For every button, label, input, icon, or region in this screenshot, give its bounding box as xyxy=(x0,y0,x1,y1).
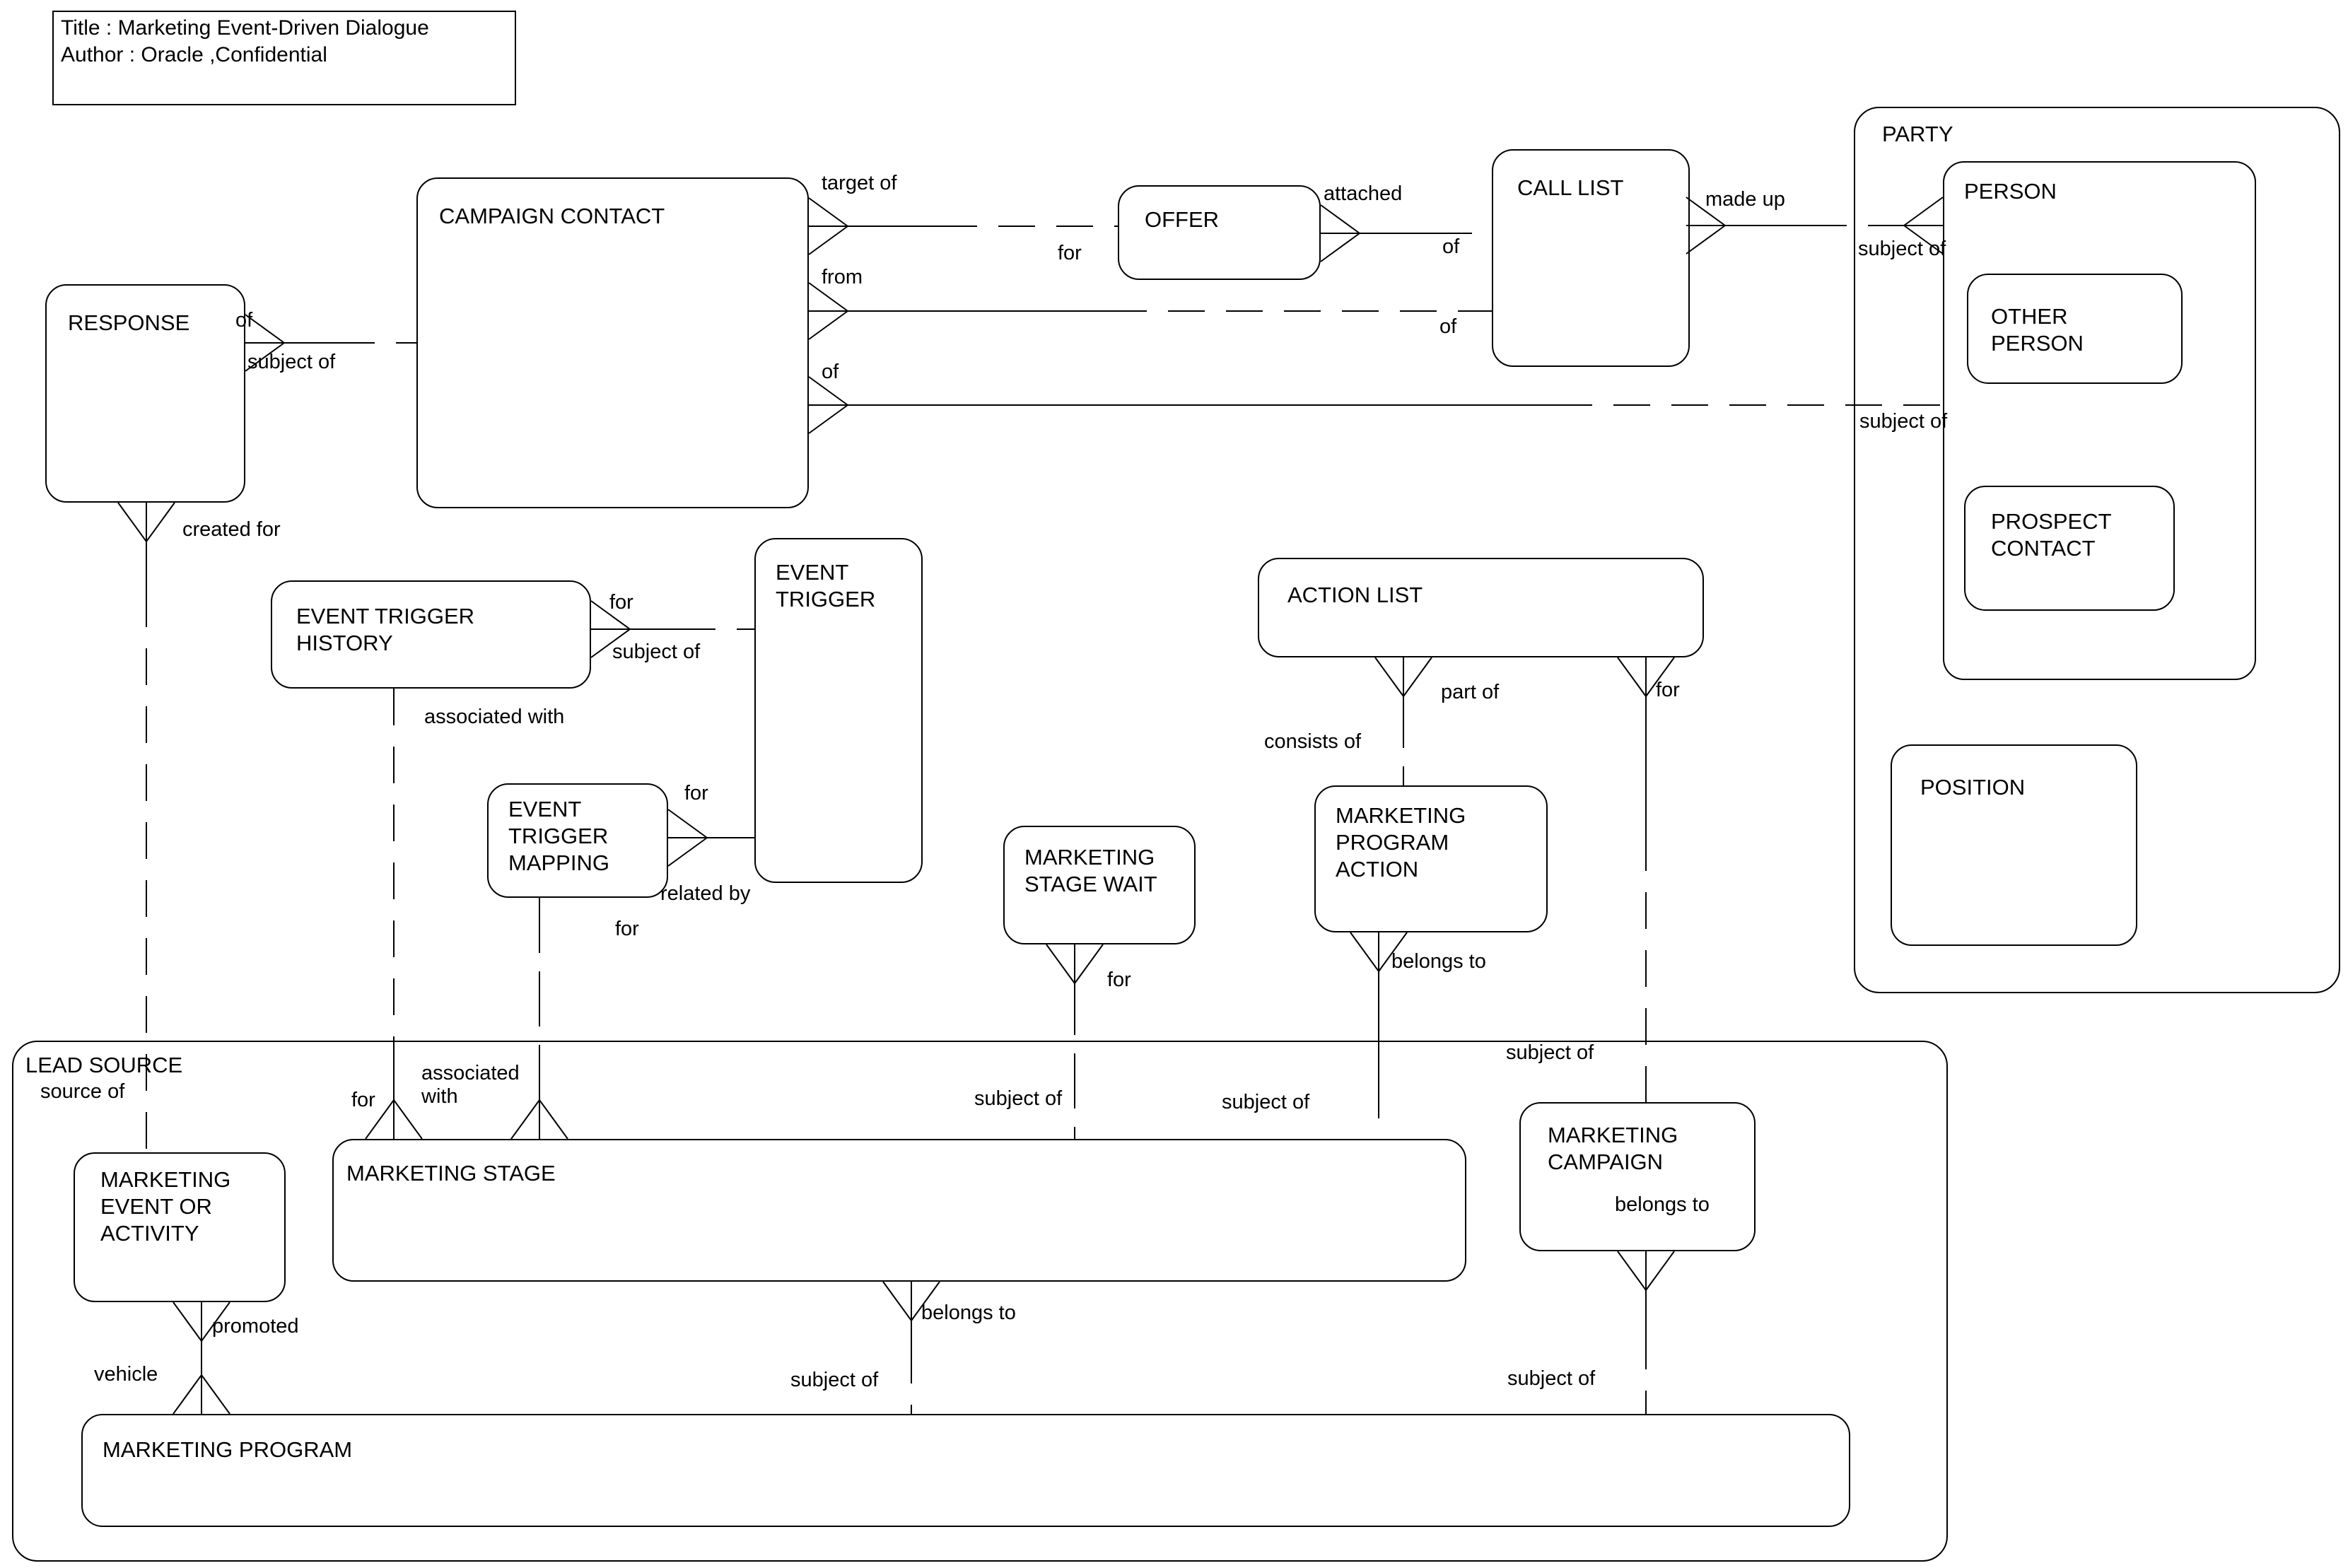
etm-ms-associated-with-label: associated with xyxy=(421,1062,520,1108)
marketing-event-or-activity-entity: MARKETING EVENT OR ACTIVITY xyxy=(74,1152,286,1302)
marketing-program-entity: MARKETING PROGRAM xyxy=(81,1414,1850,1527)
line-marketing-stage-wait-marketing-stage xyxy=(1046,944,1104,1139)
party-container: PARTY xyxy=(1854,107,2340,993)
position-label: POSITION xyxy=(1920,775,2026,800)
response-label: RESPONSE xyxy=(68,310,190,335)
offer-entity: OFFER xyxy=(1118,185,1321,280)
lead-source-container: LEAD SOURCE xyxy=(12,1041,1948,1562)
etm-ms-for-label: for xyxy=(615,918,639,940)
al-mpa-part-of-label: part of xyxy=(1441,681,1500,703)
marketing-campaign-entity: MARKETING CAMPAIGN xyxy=(1519,1102,1756,1251)
event-trigger-history-entity: EVENT TRIGGER HISTORY xyxy=(271,580,591,689)
campaign-calllist-from-label: from xyxy=(822,266,863,288)
ms-mp-belongs-to-label: belongs to xyxy=(921,1301,1016,1324)
eth-et-for-label: for xyxy=(609,591,633,614)
line-marketing-program-action-marketing-stage xyxy=(1350,932,1408,1139)
line-marketing-event-or-activity-marketing-program xyxy=(173,1301,230,1415)
line-response-marketing-event-or-activity xyxy=(117,502,175,1152)
diagram-title-box: Title : Marketing Event-Driven Dialogue … xyxy=(52,11,516,105)
meoa-mp-promoted-label: promoted xyxy=(212,1315,299,1338)
line-marketing-campaign-marketing-program xyxy=(1617,1251,1675,1414)
call-list-entity: CALL LIST xyxy=(1492,149,1690,367)
line-response-campaign-contact xyxy=(245,314,416,372)
diagram-title: Title : Marketing Event-Driven Dialogue xyxy=(61,16,429,40)
marketing-stage-entity: MARKETING STAGE xyxy=(332,1139,1466,1282)
marketing-program-label: MARKETING PROGRAM xyxy=(103,1437,353,1462)
line-event-trigger-mapping-marketing-stage xyxy=(510,898,568,1140)
response-campaign-of-label: of xyxy=(235,309,253,332)
eth-ms-for-label: for xyxy=(351,1089,375,1111)
response-meoa-source-of-label: source of xyxy=(40,1080,125,1103)
marketing-campaign-label: MARKETING CAMPAIGN xyxy=(1548,1123,1678,1174)
marketing-stage-label: MARKETING STAGE xyxy=(346,1161,556,1186)
line-campaign-contact-person xyxy=(808,376,1943,434)
marketing-program-action-label: MARKETING PROGRAM ACTION xyxy=(1336,803,1466,882)
response-campaign-subject-of-label: subject of xyxy=(247,351,336,373)
event-trigger-entity: EVENT TRIGGER xyxy=(754,538,923,883)
lead-source-label: LEAD SOURCE xyxy=(25,1053,183,1077)
marketing-stage-wait-entity: MARKETING STAGE WAIT xyxy=(1003,826,1196,944)
action-list-label: ACTION LIST xyxy=(1287,583,1423,607)
eth-ms-associated-with-label: associated with xyxy=(424,706,565,728)
offer-calllist-attached-label: attached xyxy=(1324,182,1403,205)
offer-calllist-of-label: of xyxy=(1442,235,1460,258)
campaign-contact-entity: CAMPAIGN CONTACT xyxy=(416,177,809,508)
prospect-contact-label: PROSPECT CONTACT xyxy=(1991,509,2112,561)
line-action-list-marketing-campaign xyxy=(1617,657,1675,1102)
diagram-author: Author : Oracle ,Confidential xyxy=(61,42,327,66)
position-entity: POSITION xyxy=(1891,744,2137,946)
event-trigger-mapping-label: EVENT TRIGGER MAPPING xyxy=(508,797,609,875)
mc-mp-subject-of-label: subject of xyxy=(1507,1367,1596,1390)
etm-et-for-label: for xyxy=(684,782,708,805)
other-person-entity: OTHER PERSON xyxy=(1967,274,2183,384)
marketing-stage-wait-label: MARKETING STAGE WAIT xyxy=(1024,845,1157,896)
calllist-person-subject-of-label: subject of xyxy=(1858,238,1946,260)
response-meoa-created-for-label: created for xyxy=(182,518,281,541)
campaign-contact-label: CAMPAIGN CONTACT xyxy=(439,204,665,228)
party-label: PARTY xyxy=(1882,122,1953,146)
mpa-ms-subject-of-label: subject of xyxy=(1222,1091,1310,1113)
action-list-entity: ACTION LIST xyxy=(1258,558,1704,657)
marketing-event-or-activity-label: MARKETING EVENT OR ACTIVITY xyxy=(100,1167,231,1246)
line-action-list-marketing-program-action xyxy=(1374,657,1432,785)
line-call-list-person xyxy=(1686,197,1944,254)
al-mpa-consists-of-label: consists of xyxy=(1264,730,1361,753)
al-mc-subject-of-label: subject of xyxy=(1506,1041,1594,1064)
line-event-trigger-history-event-trigger xyxy=(590,600,754,658)
line-campaign-contact-call-list xyxy=(808,282,1492,340)
offer-label: OFFER xyxy=(1145,207,1220,232)
call-list-label: CALL LIST xyxy=(1517,175,1624,200)
campaign-offer-for-label: for xyxy=(1058,242,1082,264)
line-offer-call-list xyxy=(1320,204,1492,262)
event-trigger-mapping-entity: EVENT TRIGGER MAPPING xyxy=(487,783,668,898)
line-campaign-contact-offer xyxy=(808,197,1118,255)
campaign-calllist-of-label: of xyxy=(1439,315,1457,338)
campaign-person-subject-of-label: subject of xyxy=(1859,410,1948,433)
msw-ms-subject-of-label: subject of xyxy=(974,1087,1063,1110)
etm-et-related-by-label: related by xyxy=(660,882,751,905)
campaign-person-of-label: of xyxy=(822,361,839,383)
msw-ms-for-label: for xyxy=(1107,969,1131,991)
other-person-label: OTHER PERSON xyxy=(1991,304,2084,356)
meoa-mp-vehicle-label: vehicle xyxy=(94,1363,158,1386)
calllist-person-made-up-label: made up xyxy=(1705,188,1785,211)
eth-et-subject-of-label: subject of xyxy=(612,640,701,663)
line-marketing-stage-marketing-program xyxy=(882,1281,940,1414)
line-event-trigger-mapping-event-trigger xyxy=(667,809,754,867)
campaign-offer-target-of-label: target of xyxy=(822,172,897,194)
event-trigger-history-label: EVENT TRIGGER HISTORY xyxy=(296,604,475,655)
al-mc-for-label: for xyxy=(1656,679,1680,701)
ms-mp-subject-of-label: subject of xyxy=(790,1369,879,1391)
person-entity: PERSON xyxy=(1943,161,2256,680)
prospect-contact-entity: PROSPECT CONTACT xyxy=(1964,486,2175,611)
event-trigger-label: EVENT TRIGGER xyxy=(776,560,876,612)
line-event-trigger-history-marketing-stage xyxy=(365,689,423,1140)
response-entity: RESPONSE xyxy=(45,284,245,503)
marketing-program-action-entity: MARKETING PROGRAM ACTION xyxy=(1314,785,1548,932)
mpa-ms-belongs-to-label: belongs to xyxy=(1391,950,1486,973)
person-label: PERSON xyxy=(1964,179,2057,204)
mc-mp-belongs-to-label: belongs to xyxy=(1615,1193,1710,1216)
